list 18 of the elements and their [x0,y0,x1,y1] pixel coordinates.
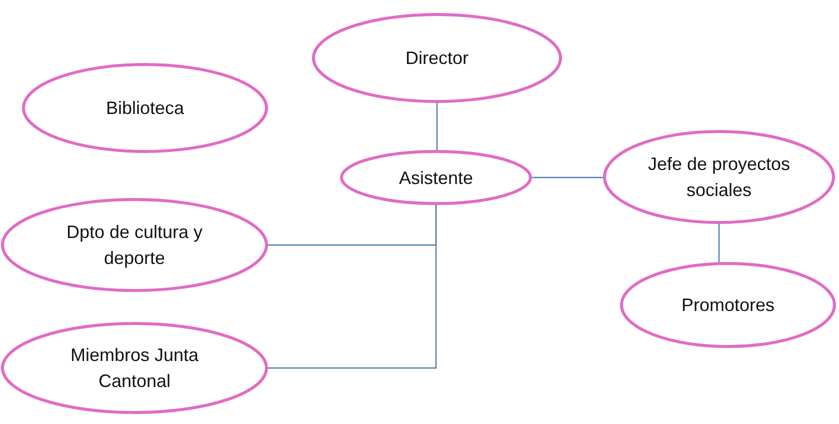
connector-line [718,224,720,262]
ellipse-node [1,322,268,414]
node-label: Miembros Junta Cantonal [69,344,200,393]
ellipse-node [340,150,532,205]
ellipse-node [312,13,562,103]
ellipse-node [1,198,268,292]
node-label: Asistente [398,166,474,190]
node-label: Director [404,46,470,70]
node-label: Jefe de proyectos sociales [646,152,792,202]
ellipse-node [620,262,836,348]
node-label: Dpto de cultura y deporte [65,220,204,270]
ellipse-node [22,63,268,153]
node-label: Promotores [680,294,776,317]
ellipse-node [603,130,835,224]
connector-line [436,103,438,150]
node-label: Biblioteca [104,96,186,120]
connector-line [532,176,603,178]
connector-line [268,205,437,369]
